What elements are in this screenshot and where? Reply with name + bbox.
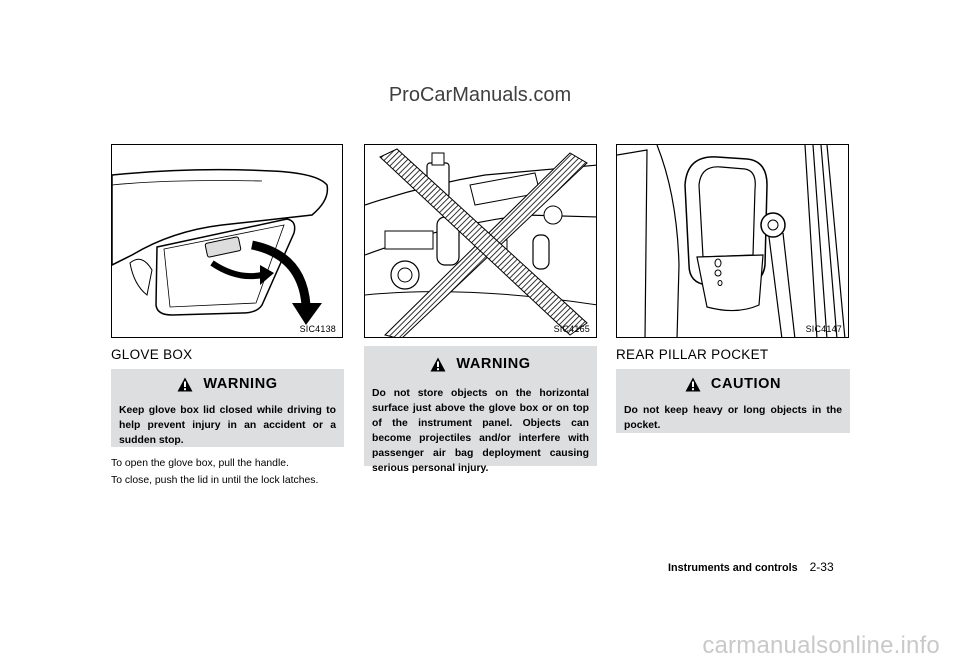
section-heading-glove-box: GLOVE BOX [111,347,193,362]
warning-text: Do not store objects on the horizontal s… [372,388,589,474]
caution-text: Do not keep heavy or long objects in the… [624,405,842,431]
page-footer: Instruments and controls 2-33 [668,560,834,574]
figure-glove-box: SIC4138 [111,144,343,338]
warning-title: WARNING [203,376,278,392]
figure-dashboard: SIC4165 [364,144,597,338]
footer-section-title: Instruments and controls [668,562,798,574]
brand-watermark: carmanualsonline.info [702,632,940,659]
warning-triangle-icon [685,377,701,391]
figure-rear-pillar: SIC4147 [616,144,849,338]
warning-header: WARNING [111,369,344,399]
figure-code: SIC4147 [805,324,842,334]
caution-box-rear-pillar: CAUTION Do not keep heavy or long object… [616,369,850,433]
paragraph-open: To open the glove box, pull the handle. [111,458,289,469]
page-number: 2-33 [809,560,834,574]
warning-header: WARNING [364,346,597,382]
warning-box-glove-box: WARNING Keep glove box lid closed while … [111,369,344,447]
figure-code: SIC4138 [299,324,336,334]
glove-box-illustration [112,168,329,325]
warning-text: Keep glove box lid closed while driving … [119,405,336,446]
rear-pillar-pocket-illustration [617,145,846,337]
paragraph-close: To close, push the lid in until the lock… [111,475,319,486]
warning-box-instrument-panel: WARNING Do not store objects on the hori… [364,346,597,474]
warning-triangle-icon [177,377,193,391]
figure-code: SIC4165 [553,324,590,334]
caution-title: CAUTION [710,376,782,392]
dashboard-crossed-out-illustration [365,148,596,337]
watermark-text: ProCarManuals.com [388,84,572,106]
caution-header: CAUTION [616,369,850,399]
warning-triangle-icon [430,357,446,371]
section-heading-rear-pillar: REAR PILLAR POCKET [616,347,769,362]
warning-title: WARNING [456,356,531,372]
